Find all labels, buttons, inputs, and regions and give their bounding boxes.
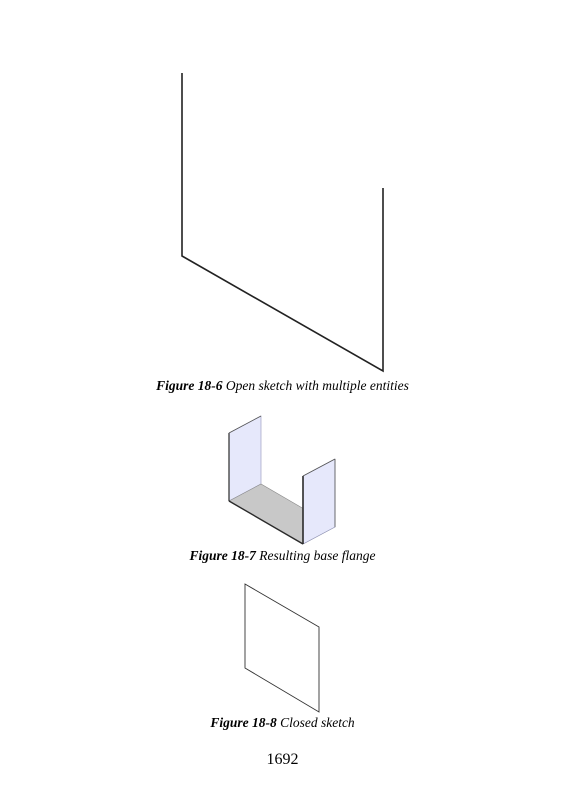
figure-number: Figure 18-8 [210, 715, 277, 730]
page-number: 1692 [266, 751, 299, 768]
flange-right-top-edge [302, 458, 336, 477]
figure-caption-18-7: Figure 18-7 Resulting base flange [0, 548, 565, 564]
closed-sketch-figure [244, 583, 320, 713]
figure-number: Figure 18-7 [189, 548, 256, 563]
flange-right-wall [302, 458, 336, 545]
open-sketch-figure [181, 73, 384, 373]
open-sketch-polyline [181, 73, 384, 373]
figure-caption-text: Open sketch with multiple entities [225, 378, 409, 393]
flange-left-top-edge [228, 415, 262, 434]
base-flange-figure [228, 415, 336, 545]
flange-bottom-edge [228, 500, 304, 545]
figure-caption-18-6: Figure 18-6 Open sketch with multiple en… [0, 378, 565, 394]
figure-caption-18-8: Figure 18-8 Closed sketch [0, 715, 565, 731]
closed-sketch-outline [244, 583, 320, 713]
figure-caption-text: Closed sketch [280, 715, 355, 730]
figure-caption-text: Resulting base flange [259, 548, 376, 563]
figure-number: Figure 18-6 [156, 378, 223, 393]
